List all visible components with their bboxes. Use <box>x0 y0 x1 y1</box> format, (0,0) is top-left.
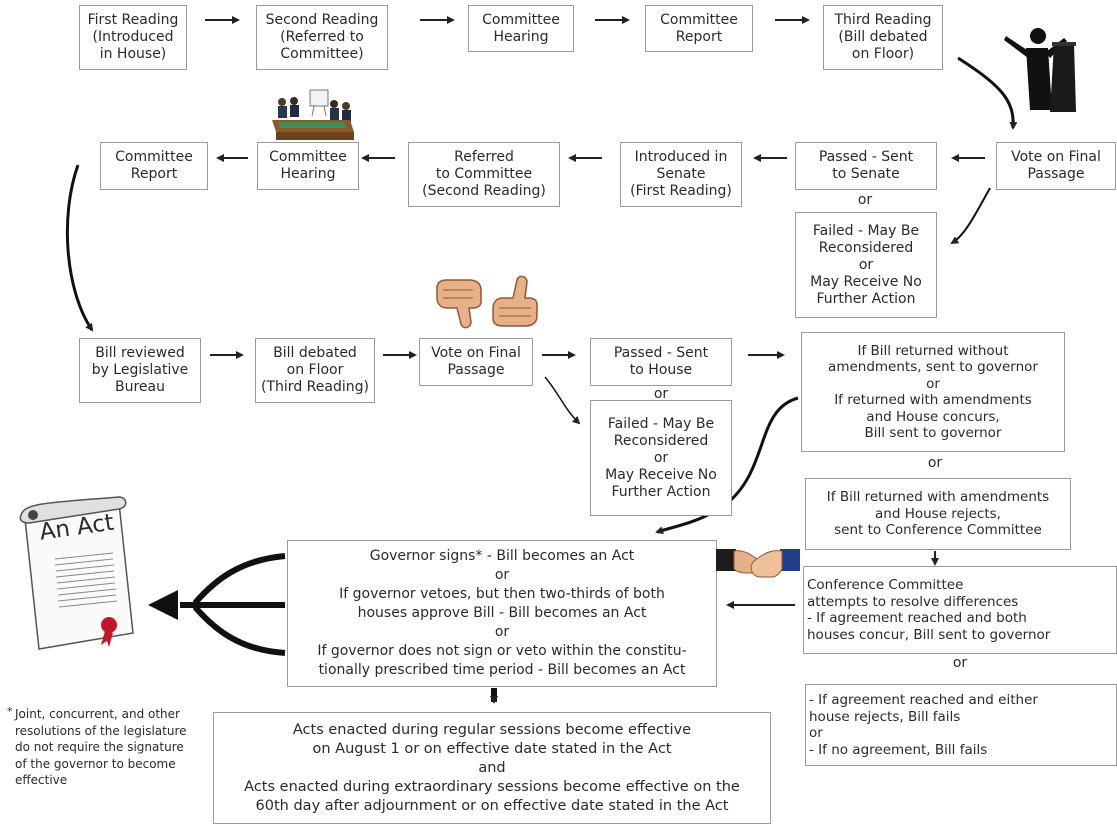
conference-committee-referral-box: If Bill returned with amendments and Hou… <box>805 478 1071 550</box>
committee-hearing-box: Committee Hearing <box>257 142 359 190</box>
failed-reconsidered-box: Failed - May Be Reconsidered or May Rece… <box>795 212 937 318</box>
governor-signs-box: Governor signs* - Bill becomes an Act or… <box>287 540 717 687</box>
second-reading-box: Second Reading (Referred to Committee) <box>256 5 388 70</box>
curved-arrow <box>655 396 799 535</box>
trident-arrowhead <box>148 590 178 620</box>
curved-arrow <box>950 187 991 245</box>
act-effective-box: Acts enacted during regular sessions bec… <box>213 712 771 824</box>
legislative-bureau-box: Bill reviewed by Legislative Bureau <box>79 338 201 403</box>
curved-arrow <box>544 376 581 425</box>
trident-arrow <box>180 553 286 656</box>
committee-hearing-box: Committee Hearing <box>468 5 574 52</box>
committee-meeting-icon <box>272 89 354 140</box>
curved-arrow <box>957 56 1018 130</box>
handshake-icon <box>716 549 800 578</box>
failed-reconsidered-box: Failed - May Be Reconsidered or May Rece… <box>590 400 732 516</box>
curved-arrow <box>65 164 94 332</box>
conference-committee-box: Conference Committee attempts to resolve… <box>803 566 1117 654</box>
passed-sent-to-house-box: Passed - Sent to House <box>590 338 732 386</box>
introduced-in-senate-box: Introduced in Senate (First Reading) <box>620 142 742 207</box>
vote-final-passage-box: Vote on Final Passage <box>996 142 1116 190</box>
committee-report-box: Committee Report <box>100 142 208 190</box>
act-scroll-icon <box>19 496 134 650</box>
or-label: or <box>653 386 669 402</box>
or-label: or <box>927 455 943 471</box>
vote-final-passage-box: Vote on Final Passage <box>419 338 533 386</box>
or-label: or <box>952 655 968 671</box>
footnote-marker: * <box>7 705 13 718</box>
footnote-text: Joint, concurrent, and other resolutions… <box>15 707 187 787</box>
or-label: or <box>857 192 873 208</box>
first-reading-box: First Reading (Introduced in House) <box>79 5 187 70</box>
thumbs-down-up-icon <box>436 275 538 329</box>
committee-report-box: Committee Report <box>645 5 753 52</box>
third-reading-box: Third Reading (Bill debated on Floor) <box>823 5 943 70</box>
speaker-podium-icon <box>1004 28 1076 112</box>
bill-debated-box: Bill debated on Floor (Third Reading) <box>255 338 375 403</box>
referred-to-committee-box: Referred to Committee (Second Reading) <box>408 142 560 207</box>
passed-sent-to-senate-box: Passed - Sent to Senate <box>795 142 937 190</box>
bill-fails-box: - If agreement reached and either house … <box>805 684 1117 766</box>
returned-to-governor-box: If Bill returned without amendments, sen… <box>801 332 1065 452</box>
